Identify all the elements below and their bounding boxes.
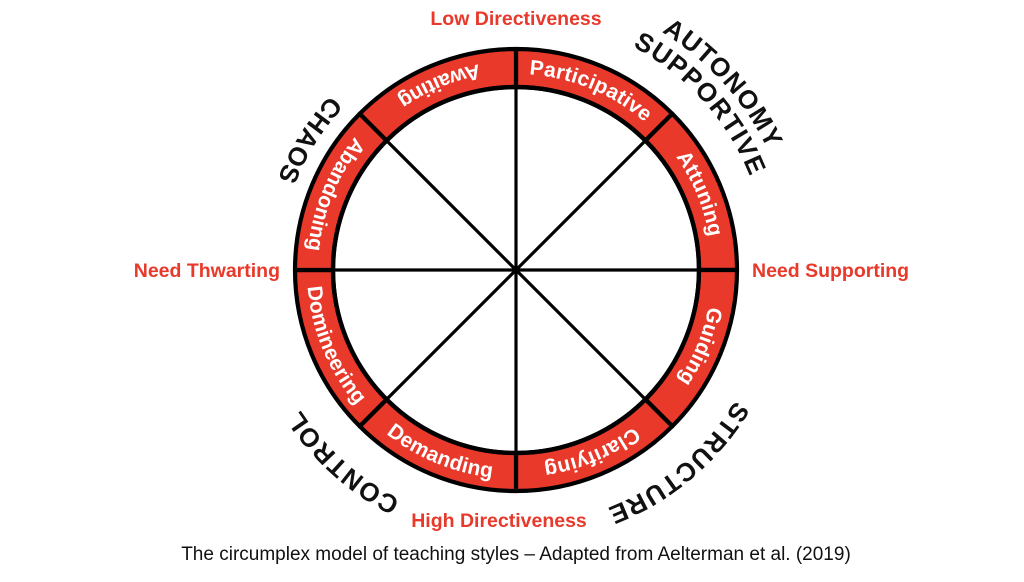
spoke-line xyxy=(384,268,518,402)
spoke-line xyxy=(514,268,648,402)
axis-label-high-directiveness: High Directiveness xyxy=(411,510,587,532)
spoke-line xyxy=(514,138,648,272)
spoke-group xyxy=(331,85,701,455)
axis-label-need-supporting: Need Supporting xyxy=(752,260,909,282)
inner-circle-outline xyxy=(330,84,702,456)
figure-caption: The circumplex model of teaching styles … xyxy=(181,544,851,565)
axis-label-need-thwarting: Need Thwarting xyxy=(134,260,280,282)
axis-label-low-directiveness: Low Directiveness xyxy=(430,8,601,30)
spoke-line xyxy=(384,138,518,272)
